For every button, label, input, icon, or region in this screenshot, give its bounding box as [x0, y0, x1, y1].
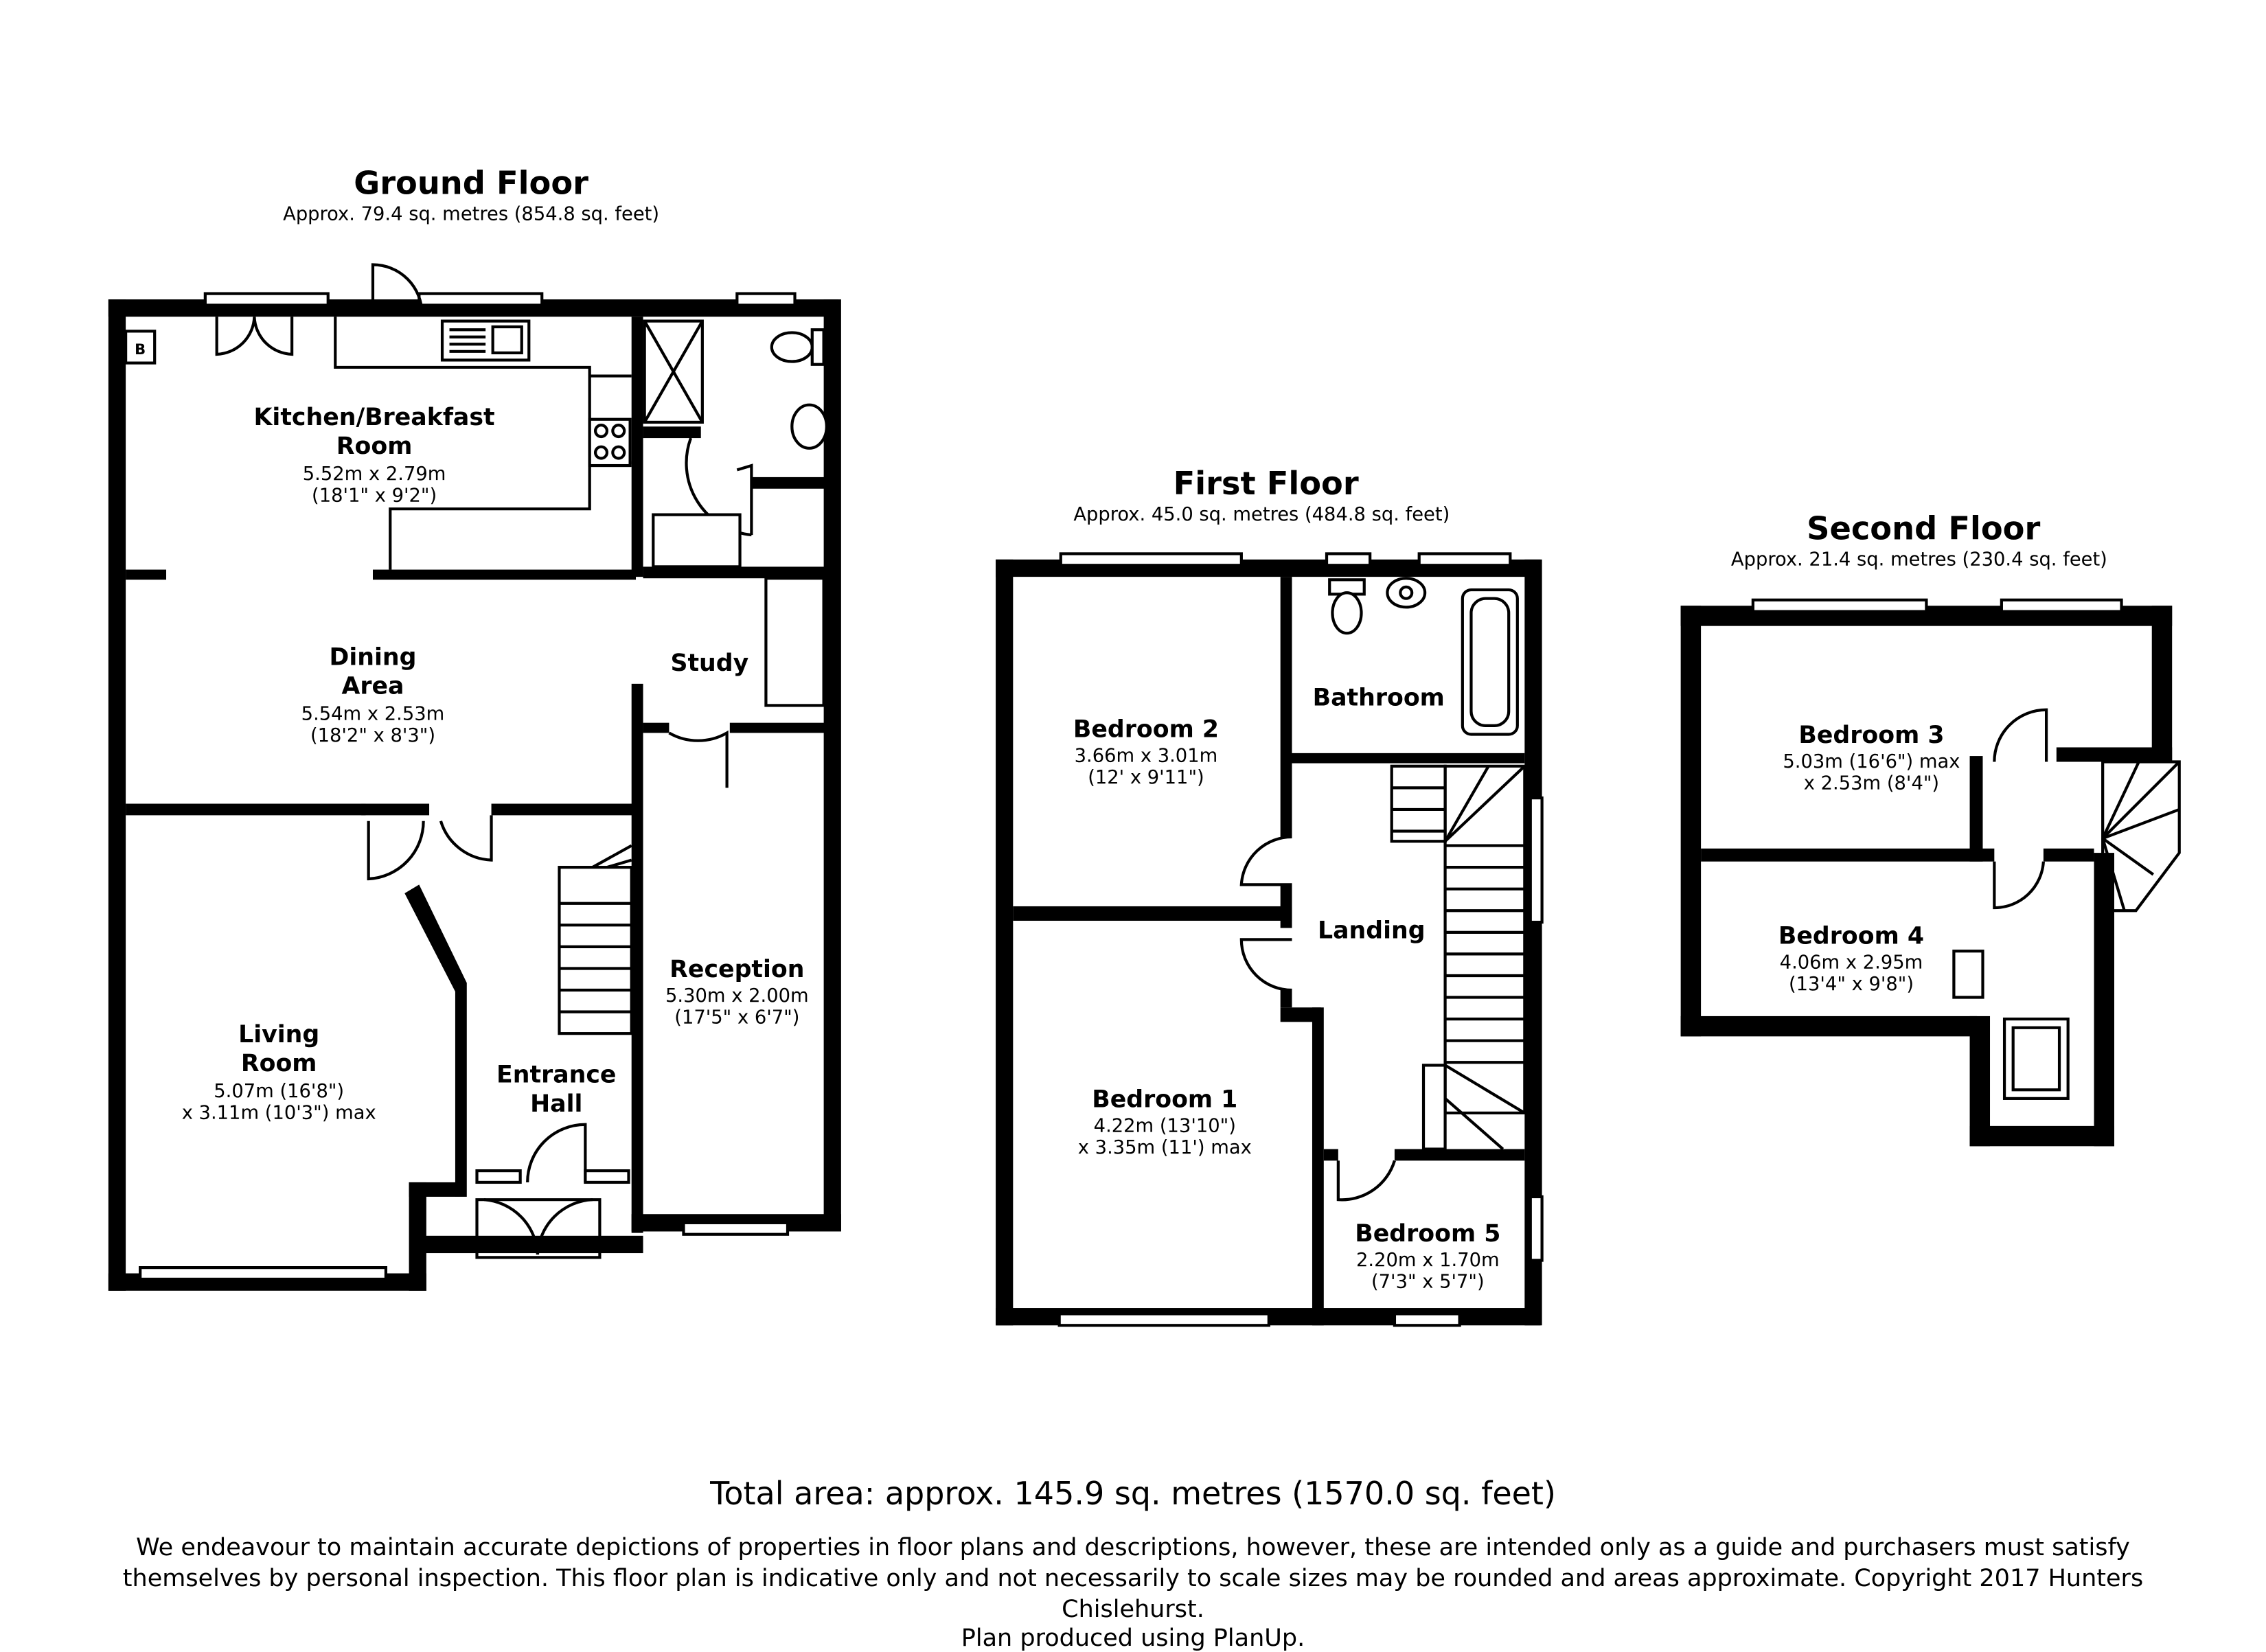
bedroom4-dim-1: 4.06m x 2.95m — [1780, 952, 1923, 973]
total-area: Total area: approx. 145.9 sq. metres (15… — [710, 1475, 1556, 1512]
second-floor-doors — [1993, 708, 2048, 910]
living-label-1: Living — [238, 1021, 319, 1048]
plan-credit: Plan produced using PlanUp. — [961, 1625, 1305, 1652]
bedroom5-label: Bedroom 5 — [1355, 1220, 1500, 1248]
first-floor-area: Approx. 45.0 sq. metres (484.8 sq. feet) — [1073, 504, 1450, 525]
living-dim-1: 5.07m (16'8") — [214, 1081, 344, 1102]
first-floor-windows — [1057, 552, 1544, 1327]
first-floor: First Floor Approx. 45.0 sq. metres (484… — [996, 465, 1544, 1327]
ground-floor-area: Approx. 79.4 sq. metres (854.8 sq. feet) — [283, 203, 659, 225]
bathroom-label: Bathroom — [1313, 684, 1445, 711]
entrance-label-1: Entrance — [496, 1062, 616, 1089]
reception-label: Reception — [670, 956, 804, 983]
study-label: Study — [670, 650, 748, 677]
landing-label: Landing — [1318, 917, 1426, 944]
bedroom1-dim-2: x 3.35m (11') max — [1078, 1137, 1252, 1158]
first-floor-labels: Bedroom 2 3.66m x 3.01m (12' x 9'11") Ba… — [1073, 684, 1501, 1292]
second-floor-labels: Bedroom 3 5.03m (16'6") max x 2.53m (8'4… — [1778, 722, 1960, 995]
second-floor-fixtures — [1952, 760, 2181, 1100]
dining-dim-1: 5.54m x 2.53m — [301, 703, 445, 724]
first-stairs — [1390, 764, 1526, 1151]
bedroom1-label: Bedroom 1 — [1092, 1086, 1237, 1113]
kitchen-dim-1: 5.52m x 2.79m — [303, 463, 446, 485]
bedroom3-dim-2: x 2.53m (8'4") — [1804, 772, 1939, 794]
bedroom3-dim-1: 5.03m (16'6") max — [1783, 751, 1960, 772]
ground-stairs — [558, 844, 633, 1035]
bedroom4-label: Bedroom 4 — [1778, 923, 1924, 950]
dining-dim-2: (18'2" x 8'3") — [310, 725, 435, 746]
second-floor-windows — [1751, 598, 2123, 613]
kitchen-dim-2: (18'1" x 9'2") — [312, 485, 437, 507]
entrance-label-2: Hall — [530, 1090, 582, 1118]
disclaimer: We endeavour to maintain accurate depict… — [122, 1534, 2144, 1623]
bedroom2-label: Bedroom 2 — [1073, 716, 1219, 744]
ground-floor-windows — [139, 292, 797, 1281]
kitchen-label-1: Kitchen/Breakfast — [254, 404, 495, 431]
living-dim-2: x 3.11m (10'3") max — [182, 1102, 376, 1123]
second-floor-walls — [1680, 606, 2173, 1147]
reception-dim-2: (17'5" x 6'7") — [674, 1007, 799, 1028]
ground-floor-walls — [108, 299, 841, 1291]
bedroom4-dim-2: (13'4" x 9'8") — [1789, 974, 1914, 995]
second-stairs — [2101, 760, 2181, 913]
dining-label-2: Area — [342, 673, 404, 700]
first-floor-title: First Floor — [1174, 465, 1359, 502]
first-floor-fixtures — [1328, 577, 1526, 1151]
bedroom2-dim-2: (12' x 9'11") — [1088, 767, 1204, 788]
ground-floor-fixtures: B — [124, 317, 828, 1035]
bedroom2-dim-1: 3.66m x 3.01m — [1075, 746, 1218, 767]
reception-dim-1: 5.30m x 2.00m — [665, 985, 809, 1007]
ground-floor: Ground Floor Approx. 79.4 sq. metres (85… — [108, 164, 841, 1291]
bedroom3-label: Bedroom 3 — [1798, 722, 1944, 749]
bedroom5-dim-1: 2.20m x 1.70m — [1356, 1250, 1500, 1271]
second-floor-area: Approx. 21.4 sq. metres (230.4 sq. feet) — [1731, 549, 2107, 570]
second-floor-title: Second Floor — [1807, 509, 2040, 547]
bedroom1-dim-1: 4.22m (13'10") — [1094, 1115, 1236, 1136]
ground-floor-title: Ground Floor — [354, 164, 588, 201]
living-label-2: Room — [241, 1050, 317, 1077]
bedroom5-dim-2: (7'3" x 5'7") — [1371, 1272, 1485, 1293]
kitchen-label-2: Room — [336, 433, 413, 460]
dining-label-1: Dining — [330, 643, 417, 671]
first-floor-doors — [1239, 835, 1396, 1202]
first-floor-walls — [996, 559, 1542, 1326]
ground-floor-labels: Kitchen/Breakfast Room 5.52m x 2.79m (18… — [182, 404, 809, 1123]
boiler-label: B — [135, 341, 146, 358]
second-floor: Second Floor Approx. 21.4 sq. metres (23… — [1680, 509, 2181, 1147]
